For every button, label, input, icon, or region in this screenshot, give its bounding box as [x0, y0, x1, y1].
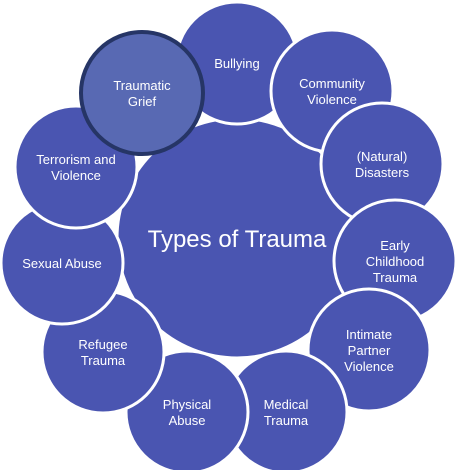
node-label-traumatic-grief: Traumatic — [113, 78, 171, 93]
node-label-early-childhood-trauma: Childhood — [366, 254, 425, 269]
center-label: Types of Trauma — [148, 226, 327, 253]
node-label-terrorism-and-violence: Terrorism and — [36, 152, 115, 167]
node-label-intimate-partner-violence: Intimate — [346, 327, 392, 342]
node-label-medical-trauma: Medical — [264, 397, 309, 412]
node-label-medical-trauma: Trauma — [264, 413, 309, 428]
node-label-physical-abuse: Abuse — [169, 413, 206, 428]
node-circle-traumatic-grief — [79, 30, 205, 156]
node-label-refugee-trauma: Refugee — [78, 337, 127, 352]
node-label-natural-disasters: Disasters — [355, 165, 410, 180]
node-label-community-violence: Violence — [307, 92, 357, 107]
node-natural-disasters: (Natural)Disasters — [319, 101, 445, 227]
node-label-natural-disasters: (Natural) — [357, 149, 408, 164]
node-label-early-childhood-trauma: Trauma — [373, 270, 418, 285]
node-label-community-violence: Community — [299, 76, 365, 91]
node-label-refugee-trauma: Trauma — [81, 353, 126, 368]
node-label-traumatic-grief: Grief — [128, 94, 157, 109]
node-label-terrorism-and-violence: Violence — [51, 168, 101, 183]
node-label-bullying: Bullying — [214, 56, 260, 71]
node-label-physical-abuse: Physical — [163, 397, 212, 412]
node-label-intimate-partner-violence: Violence — [344, 359, 394, 374]
node-label-early-childhood-trauma: Early — [380, 238, 410, 253]
node-sexual-abuse: Sexual Abuse — [0, 200, 125, 326]
node-label-sexual-abuse: Sexual Abuse — [22, 256, 102, 271]
node-label-intimate-partner-violence: Partner — [348, 343, 391, 358]
